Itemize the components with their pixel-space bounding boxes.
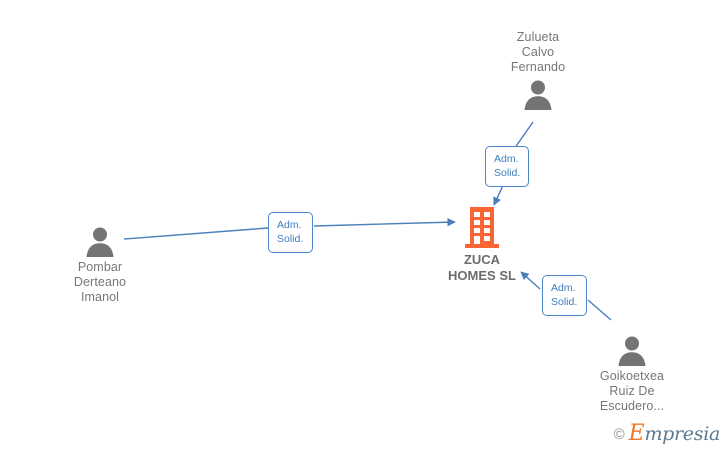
edge-label-adm-solid-pombar[interactable]: Adm. Solid. <box>268 212 313 253</box>
building-icon <box>465 207 499 248</box>
person-icon <box>524 80 552 110</box>
person-label: Pombar Derteano Imanol <box>73 260 127 304</box>
edge-label-adm-solid-goikoetxea[interactable]: Adm. Solid. <box>542 275 587 316</box>
company-label: ZUCA HOMES SL <box>448 252 516 283</box>
empresia-watermark: © Empresia <box>613 421 721 446</box>
person-node-pombar-derteano-imanol[interactable]: Pombar Derteano Imanol <box>45 225 155 305</box>
brand-initial: E <box>628 421 645 446</box>
edge-label-adm-solid-zulueta[interactable]: Adm. Solid. <box>485 146 529 187</box>
person-label: Zulueta Calvo Fernando <box>510 30 566 74</box>
person-label: Goikoetxea Ruiz De Escudero... <box>599 369 665 413</box>
brand-wordmark: Empresia <box>628 421 721 446</box>
person-icon <box>86 227 114 257</box>
company-node-zuca-homes-sl[interactable]: ZUCA HOMES SL <box>432 205 532 284</box>
brand-rest: mpresia <box>644 423 720 445</box>
person-node-goikoetxea-ruiz-de-escudero[interactable]: Goikoetxea Ruiz De Escudero... <box>577 334 687 414</box>
person-node-zulueta-calvo-fernando[interactable]: Zulueta Calvo Fernando <box>483 30 593 110</box>
copyright-icon: © <box>613 425 625 443</box>
person-icon <box>618 336 646 366</box>
